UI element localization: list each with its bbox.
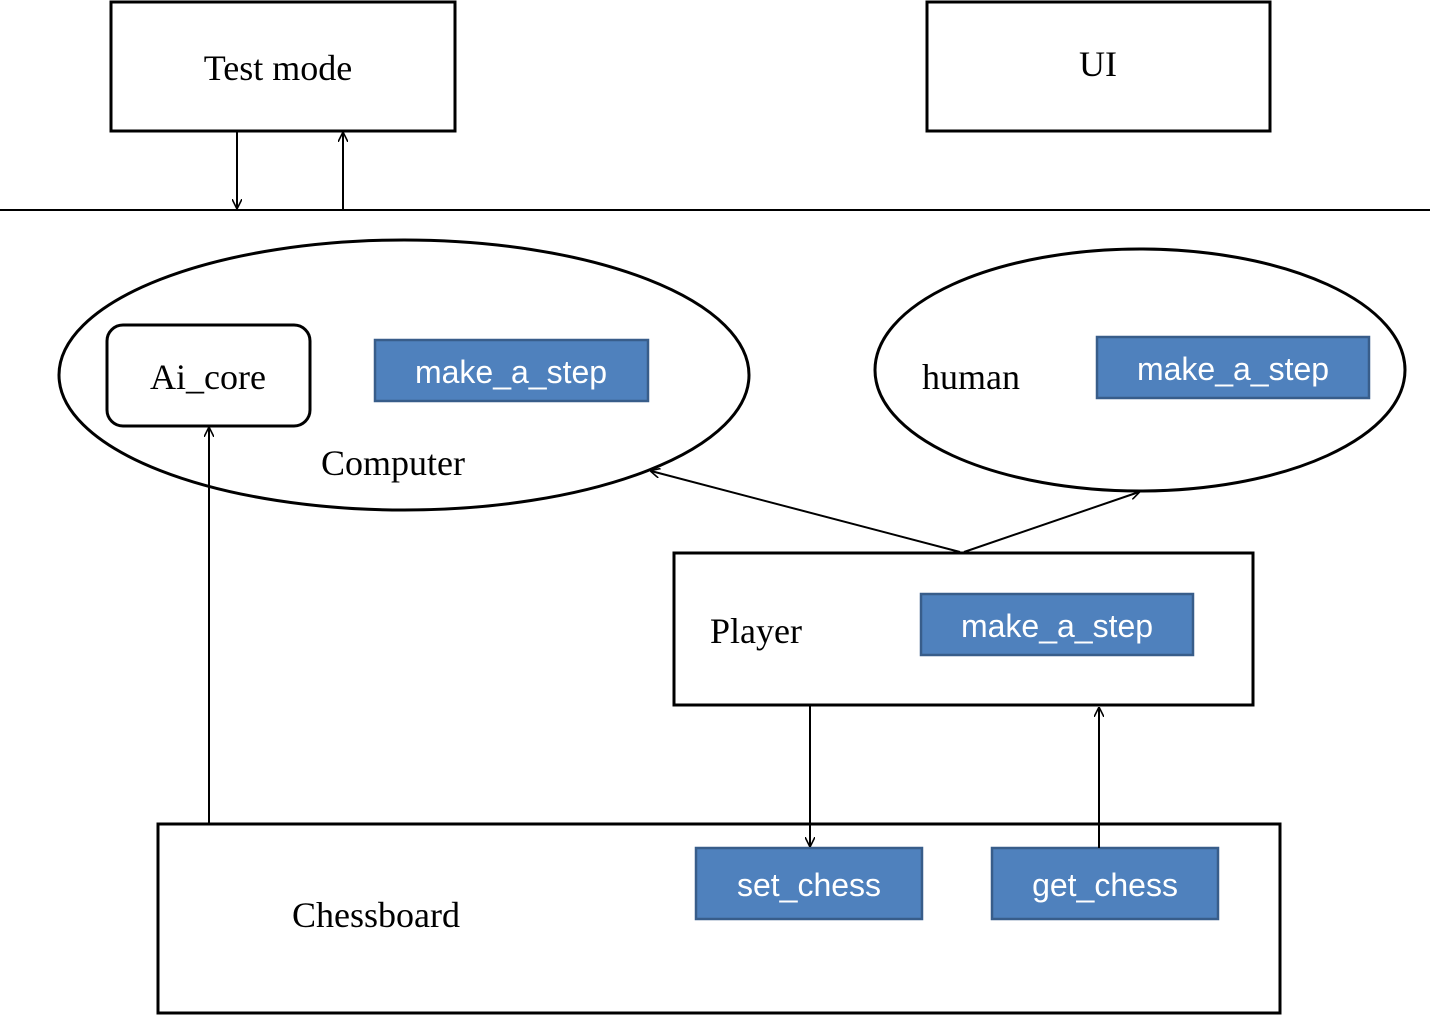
human-make-a-step-method: make_a_step xyxy=(1095,335,1371,400)
ui-box: UI xyxy=(925,0,1272,133)
test-mode-label: Test mode xyxy=(204,48,352,88)
player-to-human-arrow xyxy=(963,492,1139,553)
get-chess-label: get_chess xyxy=(1032,867,1178,903)
player-make-a-step-label: make_a_step xyxy=(961,608,1153,644)
player-make-a-step-method: make_a_step xyxy=(919,592,1195,657)
human-make-a-step-label: make_a_step xyxy=(1137,351,1329,387)
test-mode-box: Test mode xyxy=(109,0,457,133)
set-chess-label: set_chess xyxy=(737,867,881,903)
get-chess-method: get_chess xyxy=(990,846,1220,921)
human-label: human xyxy=(922,357,1020,397)
computer-make-a-step-label: make_a_step xyxy=(415,354,607,390)
computer-make-a-step-method: make_a_step xyxy=(373,338,650,403)
chessboard-label: Chessboard xyxy=(292,895,460,935)
set-chess-method: set_chess xyxy=(694,846,924,921)
computer-label: Computer xyxy=(321,443,465,483)
player-label: Player xyxy=(710,611,802,651)
ui-label: UI xyxy=(1079,44,1117,84)
ai-core-box: Ai_core xyxy=(105,323,312,428)
ai-core-label: Ai_core xyxy=(150,357,266,397)
player-to-computer-arrow xyxy=(651,471,961,553)
